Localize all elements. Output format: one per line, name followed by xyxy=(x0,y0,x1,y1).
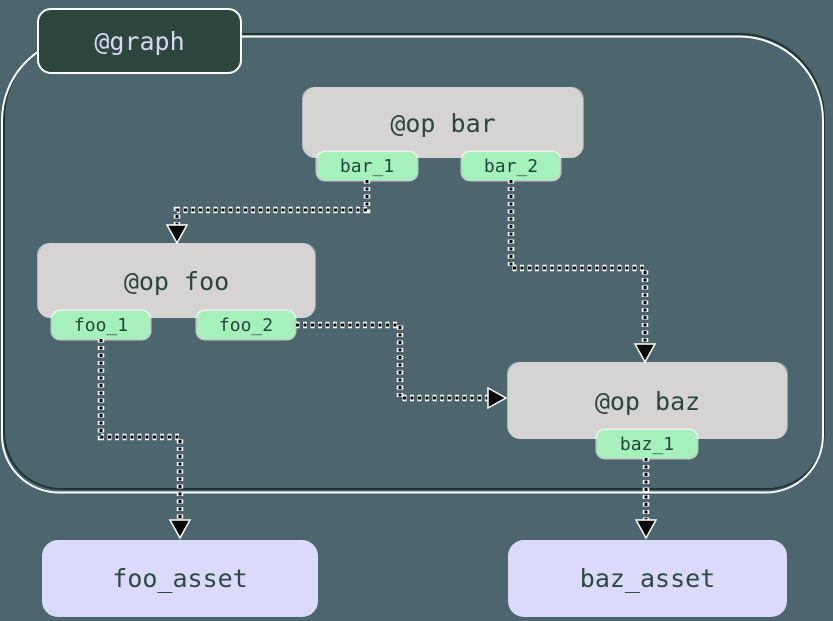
op-baz-title: @op baz xyxy=(594,386,701,416)
op-node-bar[interactable]: @op bar bar_1 bar_2 xyxy=(303,88,583,180)
arrowhead-down-icon xyxy=(634,519,658,540)
asset-foo-label: foo_asset xyxy=(112,564,248,593)
output-tab-foo-1[interactable]: foo_1 xyxy=(52,311,150,339)
op-node-baz[interactable]: @op baz baz_1 xyxy=(508,363,787,458)
output-tab-foo-1-label: foo_1 xyxy=(73,314,129,336)
asset-baz-label: baz_asset xyxy=(579,564,716,593)
op-node-foo[interactable]: @op foo foo_1 foo_2 xyxy=(38,244,315,339)
op-baz-body: @op baz xyxy=(508,363,787,439)
output-tab-bar-2-label: bar_2 xyxy=(483,155,539,177)
op-bar-body: @op bar xyxy=(303,88,583,158)
asset-node-baz-asset[interactable]: baz_asset xyxy=(508,540,787,617)
op-foo-title: @op foo xyxy=(123,266,230,296)
graph-container xyxy=(3,33,825,490)
graph-label[interactable]: @graph xyxy=(37,8,242,74)
output-tab-bar-1[interactable]: bar_1 xyxy=(317,152,417,180)
op-foo-body: @op foo xyxy=(38,244,315,318)
graph-label-text: @graph xyxy=(94,26,185,56)
output-tab-baz-1[interactable]: baz_1 xyxy=(597,430,697,458)
output-tab-foo-2-label: foo_2 xyxy=(218,314,274,336)
output-tab-bar-2[interactable]: bar_2 xyxy=(462,152,560,180)
output-tab-bar-1-label: bar_1 xyxy=(339,155,395,177)
output-tab-foo-2[interactable]: foo_2 xyxy=(197,311,295,339)
asset-node-foo-asset[interactable]: foo_asset xyxy=(42,540,318,617)
op-bar-title: @op bar xyxy=(390,108,496,138)
arrowhead-down-icon xyxy=(168,519,192,540)
output-tab-baz-1-label: baz_1 xyxy=(619,433,675,455)
